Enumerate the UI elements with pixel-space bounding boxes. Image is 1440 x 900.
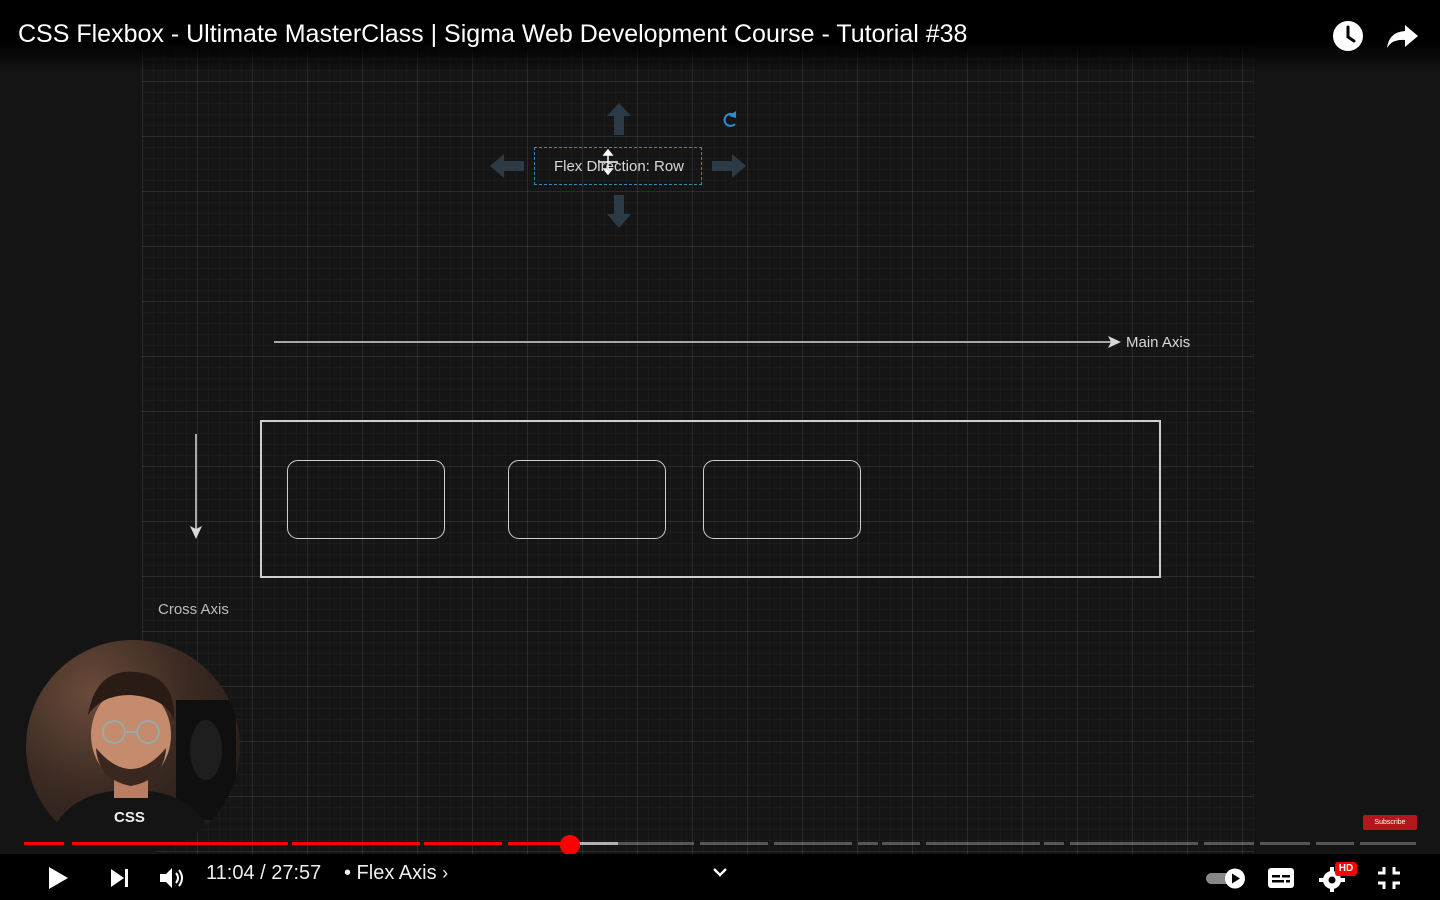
move-cursor-icon <box>598 148 618 176</box>
main-axis-arrow <box>274 336 1121 348</box>
flex-item-box <box>703 460 861 539</box>
chapter-segment[interactable] <box>700 842 768 845</box>
rotate-icon <box>723 111 736 127</box>
flex-direction-label: Flex Direction: Row <box>553 158 685 175</box>
chevron-right-icon: › <box>442 863 449 883</box>
chapter-segment[interactable] <box>926 842 1040 845</box>
progress-bar[interactable] <box>24 835 1416 855</box>
chapter-segment[interactable] <box>1204 842 1254 845</box>
share-icon[interactable] <box>1384 18 1420 54</box>
chapter-segment[interactable] <box>1044 842 1064 845</box>
chapter-segment[interactable] <box>774 842 852 845</box>
exit-fullscreen-icon[interactable] <box>1371 860 1407 896</box>
chapter-segment[interactable] <box>858 842 878 845</box>
chapter-title: • Flex Axis <box>344 862 437 884</box>
chapter-segment[interactable] <box>1360 842 1416 845</box>
handle-arrow-right <box>712 154 746 178</box>
main-axis-label: Main Axis <box>1126 334 1191 351</box>
chapter-segment[interactable] <box>1316 842 1354 845</box>
flex-container-box <box>260 420 1161 578</box>
chapter-segment[interactable] <box>1260 842 1310 845</box>
chapter-segment[interactable] <box>1070 842 1198 845</box>
played-segment[interactable] <box>24 842 64 845</box>
video-title[interactable]: CSS Flexbox - Ultimate MasterClass | Sig… <box>18 20 968 48</box>
scrubber-handle[interactable] <box>559 835 580 855</box>
played-segment[interactable] <box>508 842 570 845</box>
handle-arrow-up <box>607 103 631 135</box>
autoplay-toggle[interactable] <box>1204 860 1250 896</box>
played-segment[interactable] <box>424 842 502 845</box>
presenter-webcam: CSS <box>26 640 240 854</box>
handle-arrow-down <box>607 195 631 228</box>
title-overlay <box>0 0 1440 72</box>
shirt-text: CSS <box>114 809 145 826</box>
captions-icon[interactable] <box>1263 860 1299 896</box>
subscribe-watermark[interactable]: Subscribe <box>1363 815 1417 830</box>
chevron-down-icon[interactable] <box>702 854 738 890</box>
presenter-illustration: CSS <box>46 671 236 854</box>
whiteboard-grid <box>142 44 1254 856</box>
player-controls: HD <box>0 854 1440 900</box>
time-display: 11:04 / 27:57 <box>206 862 322 884</box>
hd-badge: HD <box>1335 862 1357 876</box>
played-segment[interactable] <box>292 842 420 845</box>
next-button[interactable] <box>102 860 138 896</box>
selection-box <box>534 147 702 185</box>
cross-axis-label: Cross Axis <box>158 601 229 618</box>
play-button[interactable] <box>40 860 76 896</box>
played-segment[interactable] <box>72 842 288 845</box>
chapter-button[interactable]: • Flex Axis › <box>344 862 448 885</box>
cross-axis-arrow <box>190 434 202 539</box>
chapter-segment[interactable] <box>882 842 920 845</box>
flex-item-box <box>287 460 445 539</box>
flex-item-box <box>508 460 666 539</box>
watch-later-icon[interactable] <box>1330 18 1366 54</box>
handle-arrow-left <box>490 154 524 178</box>
volume-icon[interactable] <box>154 860 190 896</box>
video-right-margin <box>1254 44 1440 856</box>
